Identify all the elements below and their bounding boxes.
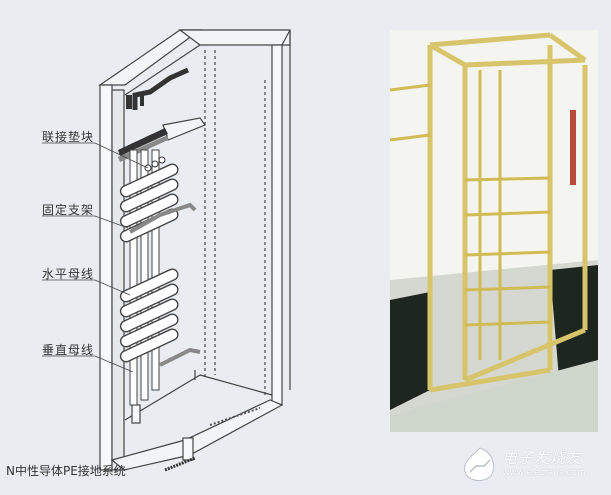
cabinet-frame-photo (390, 30, 598, 432)
caption-pe-grounding: N中性导体PE接地系统 (6, 464, 126, 478)
horizontal-busbar-segment (119, 163, 179, 198)
horizontal-busbar-segment (119, 328, 179, 363)
watermark-brand: 电子发烧友 (502, 449, 583, 467)
cabinet-busbar-diagram (42, 29, 291, 472)
horizontal-busbar-segment (119, 313, 179, 348)
label-vertical-busbar: 垂直母线 (42, 343, 95, 357)
watermark-url: www.elecfans.com (502, 468, 586, 478)
elecfans-watermark: 电子发烧友 www.elecfans.com (462, 444, 602, 488)
label-fixed-bracket: 固定支架 (42, 203, 95, 217)
horizontal-busbar-segment (119, 268, 179, 303)
label-connecting-pad: 联接垫块 (42, 130, 95, 144)
label-horizontal-busbar: 水平母线 (42, 267, 95, 281)
horizontal-busbar-segment (119, 193, 179, 228)
horizontal-busbar-segment (119, 178, 179, 213)
horizontal-busbar-segment (119, 283, 179, 318)
horizontal-busbar-segment (119, 298, 179, 333)
elecfans-logo-icon (463, 447, 494, 481)
